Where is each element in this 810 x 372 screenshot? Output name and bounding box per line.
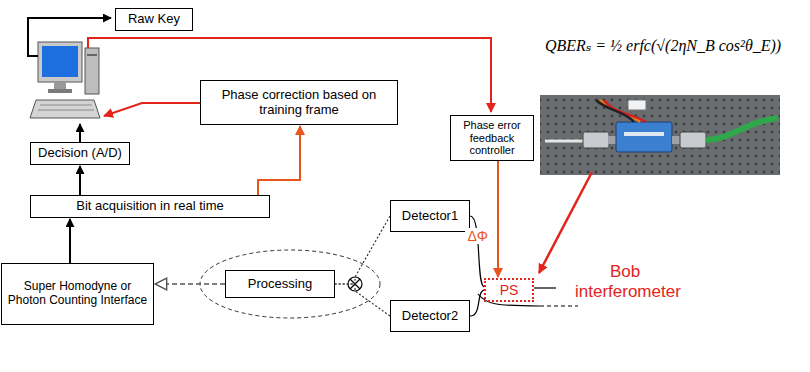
- node-text: Decision (A/D): [38, 146, 122, 161]
- phase-shifter-photo: [540, 95, 780, 175]
- phase-shifter: PS: [484, 278, 534, 302]
- node-text: Detector1: [402, 209, 458, 224]
- controller-box: Phase error feedback controller: [450, 115, 534, 161]
- decision-arrow: [79, 124, 81, 142]
- interface-box: Super Homodyne or Photon Counting Interf…: [1, 263, 154, 325]
- photo-pointer: [539, 172, 592, 273]
- process-box: Phase correction based on training frame: [200, 80, 398, 125]
- node-text: Detector2: [402, 309, 458, 324]
- component-label: Bob interferometer: [575, 262, 675, 303]
- connector: [258, 126, 300, 195]
- computer-icon: [30, 42, 100, 118]
- connector: [69, 219, 71, 263]
- process-box: Decision (A/D): [30, 142, 130, 165]
- node-text: Raw Key: [128, 12, 180, 27]
- process-box: Processing: [225, 270, 335, 298]
- node-text: Super Homodyne or Photon Counting Interf…: [6, 280, 149, 308]
- connector: [155, 283, 225, 284]
- node-text: Bit acquisition in real time: [76, 199, 223, 214]
- process-box: Bit acquisition in real time: [30, 195, 270, 218]
- connector: [335, 216, 390, 284]
- correction-arrow: [104, 103, 200, 116]
- detector-box: Detector1: [390, 200, 470, 232]
- output-box: Raw Key: [115, 8, 193, 31]
- node-text: PS: [500, 282, 519, 298]
- node-text: Processing: [248, 277, 312, 292]
- node-text: Phase error feedback controller: [455, 119, 529, 157]
- connector: [79, 166, 81, 195]
- node-text: Phase correction based on training frame: [205, 88, 393, 118]
- edge-label: ΔΦ: [465, 228, 490, 244]
- detector-box: Detector2: [390, 300, 470, 332]
- connector: [335, 284, 390, 316]
- formula: QBERₛ = ½ erfc(√(2ηN_B cos²θ_E)): [545, 36, 781, 55]
- connector: [497, 161, 499, 277]
